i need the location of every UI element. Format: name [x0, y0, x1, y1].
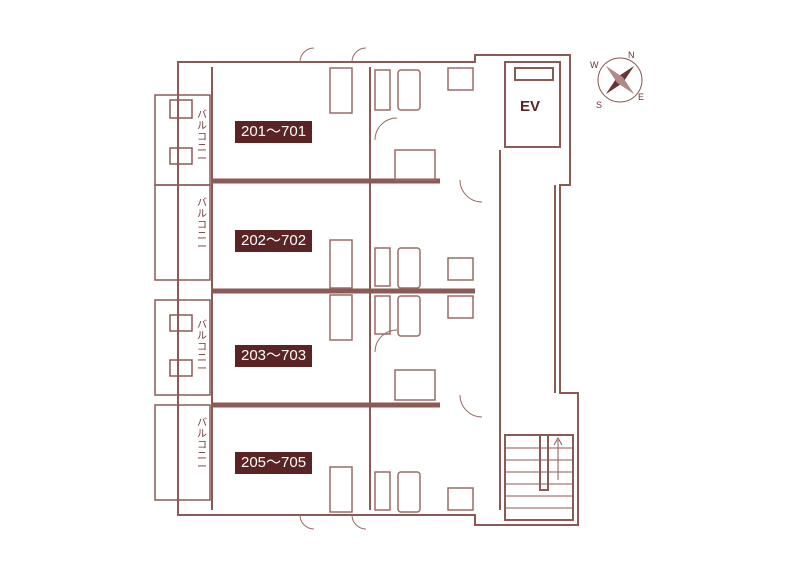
toilet-4: [447, 487, 474, 511]
balcony-2: [154, 184, 211, 281]
outer-wall: [177, 54, 579, 526]
compass-w: W: [590, 60, 599, 70]
stair-center: [539, 434, 549, 491]
toilet-room-1: [394, 149, 436, 181]
bathtub-2: [397, 247, 421, 289]
compass-e: E: [638, 92, 645, 102]
toilet-room-3: [394, 369, 436, 401]
stove-1: [374, 69, 391, 111]
unit-label-3: 203～703: [235, 345, 313, 367]
balcony-label-2: バルコニー: [197, 198, 207, 253]
unit-label-1: 201～701: [235, 121, 313, 143]
unit-label-4: 205～705: [235, 452, 313, 474]
stove-2: [374, 247, 391, 287]
balcony-label-1: バルコニー: [197, 110, 207, 165]
toilet-1: [447, 67, 474, 91]
kitchen-4: [329, 466, 353, 513]
unit-label-2: 202～702: [235, 230, 313, 252]
balcony-4: [154, 404, 211, 501]
toilet-2: [447, 257, 474, 281]
kitchen-3: [329, 294, 353, 341]
bathtub-4: [397, 471, 421, 513]
kitchen-2: [329, 239, 353, 289]
bathtub-1: [397, 69, 421, 111]
elevator-label: EV: [520, 98, 541, 115]
elevator-car: [514, 67, 554, 81]
stove-4: [374, 471, 391, 511]
compass-n: N: [628, 50, 635, 60]
toilet-3: [447, 295, 474, 319]
kitchen-1: [329, 67, 353, 114]
stove-3: [374, 295, 391, 335]
balcony-label-4: バルコニー: [197, 418, 207, 473]
elevator-shaft: [504, 61, 561, 148]
balcony-label-3: バルコニー: [197, 320, 207, 375]
compass-s: S: [596, 100, 603, 110]
compass-rose: [597, 57, 643, 103]
bathtub-3: [397, 295, 421, 337]
balcony-3: [154, 299, 211, 396]
